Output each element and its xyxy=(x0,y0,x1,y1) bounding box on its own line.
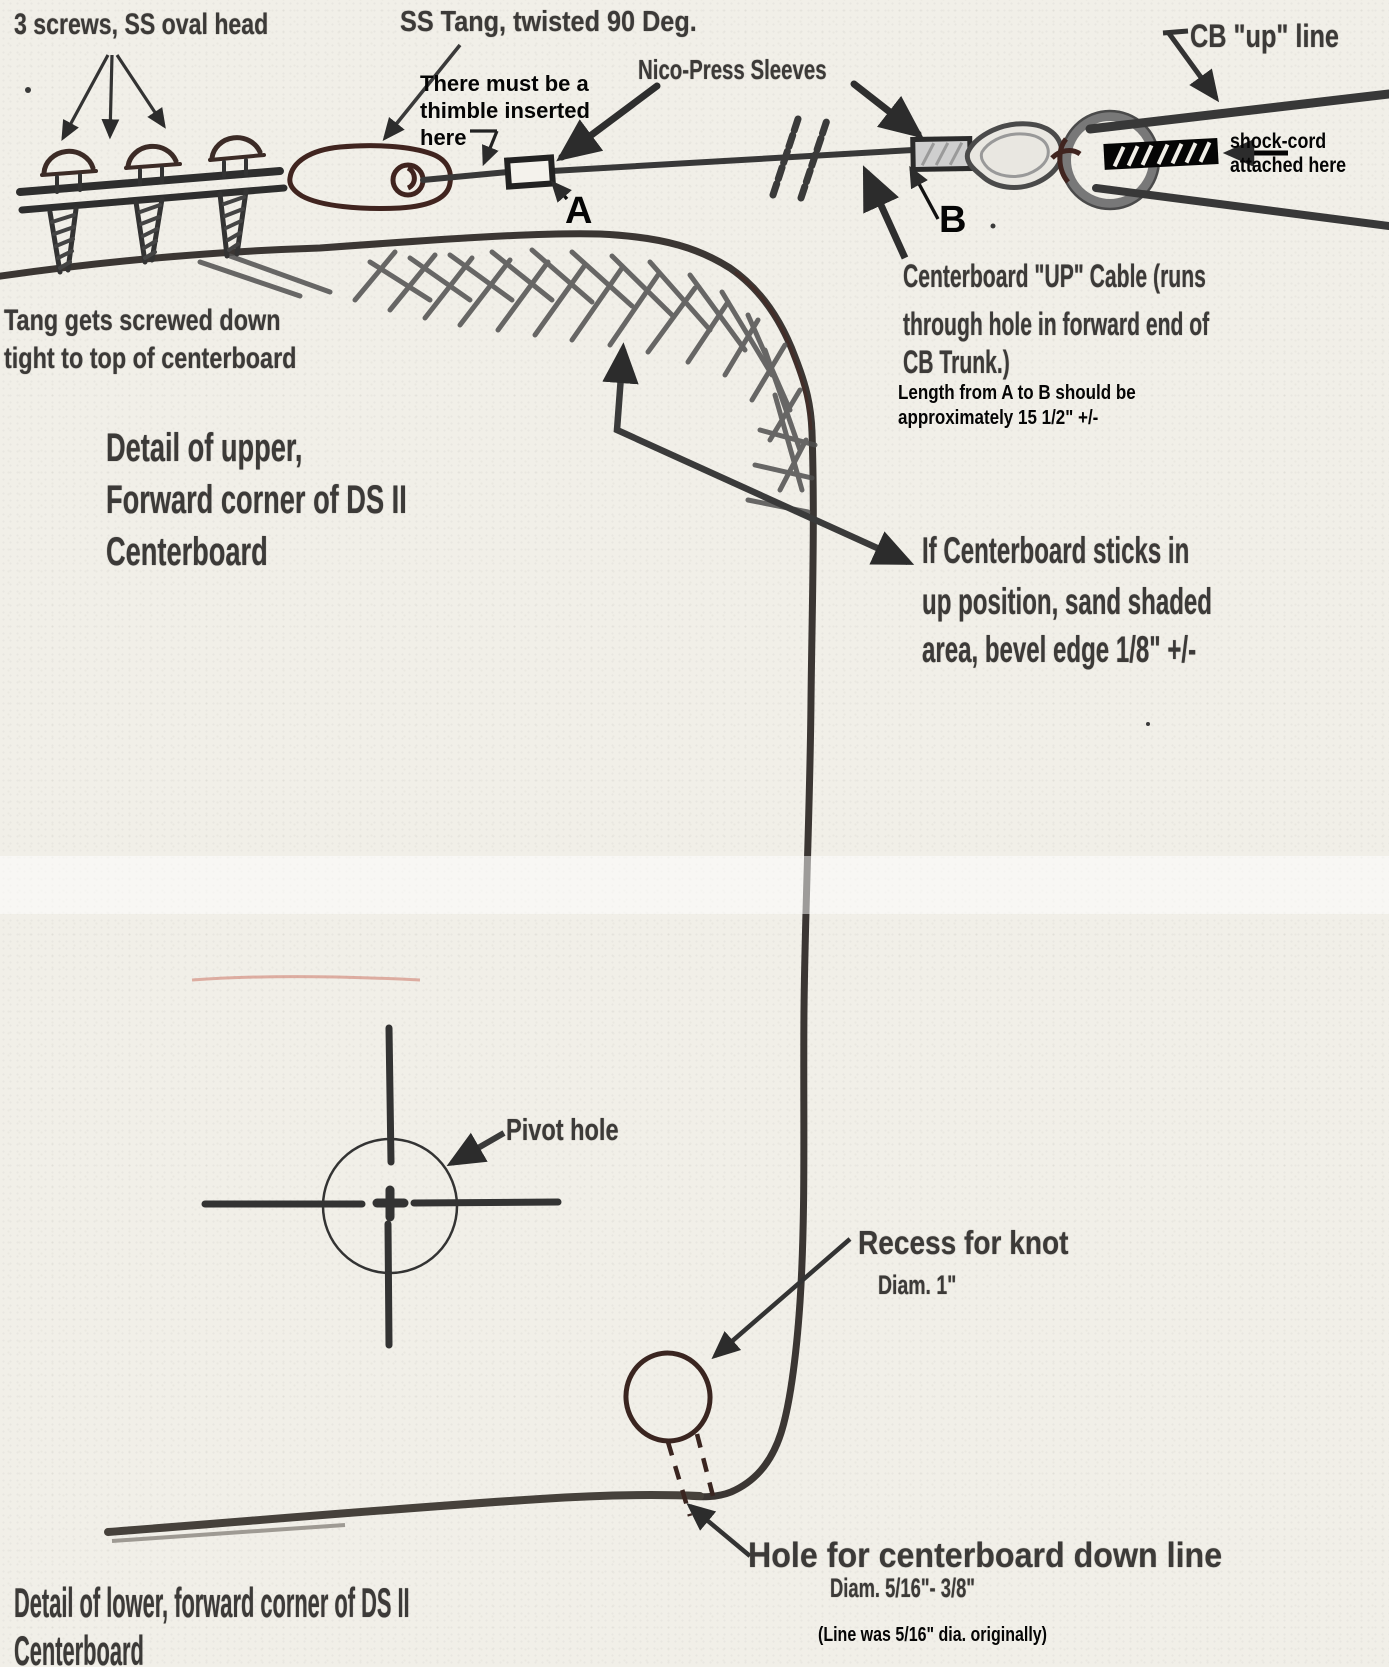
nico-label: Nico-Press Sleeves xyxy=(638,54,827,85)
cable-break-marks xyxy=(769,112,831,202)
screw-icon xyxy=(208,135,266,259)
bevel-note-line2: up position, sand shaded xyxy=(922,581,1212,622)
recess-pointer-arrow xyxy=(711,1237,852,1360)
screws-pointer-arrows xyxy=(61,54,166,141)
line-was-note: (Line was 5/16" dia. originally) xyxy=(818,1624,1047,1646)
cable-pointer-arrow xyxy=(862,165,909,260)
bevel-note-line1: If Centerboard sticks in xyxy=(922,530,1190,571)
hole-diam-label: Diam. 5/16"- 3/8" xyxy=(830,1573,975,1603)
cb-up-line-label: CB "up" line xyxy=(1190,18,1339,54)
shock-cord-label-line2: attached here xyxy=(1230,154,1347,177)
tang-label: SS Tang, twisted 90 Deg. xyxy=(400,6,697,38)
pivot-hole-crosshair xyxy=(201,1024,562,1349)
cb-cable-note-line2: through hole in forward end of xyxy=(903,306,1210,342)
tang-screwed-note-line2: tight to top of centerboard xyxy=(4,342,297,375)
nico-press-sleeve-b xyxy=(910,135,973,173)
length-note-line2: approximately 15 1/2" +/- xyxy=(898,407,1099,429)
screw-icon xyxy=(124,143,182,265)
cb-up-line-pointer-arrow xyxy=(1165,30,1220,103)
cb-up-line-label-dash xyxy=(1162,28,1189,36)
cb-up-line xyxy=(1085,89,1389,230)
tang-pointer-arrow xyxy=(382,43,462,141)
shock-cord-label-line1: shock-cord xyxy=(1230,130,1327,153)
tang-plate xyxy=(16,167,288,214)
pivot-pointer-arrow xyxy=(446,1130,506,1167)
shock-cord-icon xyxy=(1103,137,1219,170)
hole-pointer-arrow xyxy=(686,1502,752,1558)
length-note-line1: Length from A to B should be xyxy=(898,382,1136,404)
lower-title-line1: Detail of lower, forward corner of DS II xyxy=(14,1579,410,1626)
nico-pointer-arrows xyxy=(556,80,924,162)
upper-title-line3: Centerboard xyxy=(106,530,268,574)
point-b-pointer-arrow xyxy=(909,165,940,220)
pivot-label: Pivot hole xyxy=(506,1112,619,1147)
shaded-bevel-hatching xyxy=(197,247,818,515)
lower-title-line2: Centerboard xyxy=(14,1627,144,1667)
up-cable xyxy=(420,147,916,183)
thimble-icon xyxy=(964,121,1065,190)
thimble-pointer-arrow xyxy=(470,129,499,167)
nico-press-sleeve-a xyxy=(503,154,557,190)
down-line-dashes xyxy=(665,1433,717,1517)
recess-circle xyxy=(623,1350,713,1444)
bevel-pointer-arrow xyxy=(602,342,915,565)
cb-cable-note-line3: CB Trunk.) xyxy=(903,344,1010,380)
scan-dots xyxy=(25,87,1150,726)
upper-title-line1: Detail of upper, xyxy=(106,426,303,470)
point-a-label: A xyxy=(565,190,593,232)
screw-icon xyxy=(40,148,98,275)
hole-label: Hole for centerboard down line xyxy=(748,1536,1223,1575)
scan-artifact-red xyxy=(191,975,421,982)
upper-title-line2: Forward corner of DS II xyxy=(106,478,407,522)
recess-diam-label: Diam. 1" xyxy=(878,1270,957,1300)
thimble-note-line3: here xyxy=(420,125,467,150)
tang-screwed-note-line1: Tang gets screwed down xyxy=(4,304,281,337)
recess-label: Recess for knot xyxy=(858,1224,1069,1261)
point-b-label: B xyxy=(939,199,967,241)
cb-cable-note-line1: Centerboard "UP" Cable (runs xyxy=(903,258,1206,294)
point-a-pointer-arrow xyxy=(550,180,572,203)
screws-label: 3 screws, SS oval head xyxy=(14,8,269,41)
thimble-note-line1: There must be a xyxy=(420,71,589,96)
bevel-note-line3: area, bevel edge 1/8" +/- xyxy=(922,629,1197,670)
thimble-note-line2: thimble inserted xyxy=(420,98,590,123)
